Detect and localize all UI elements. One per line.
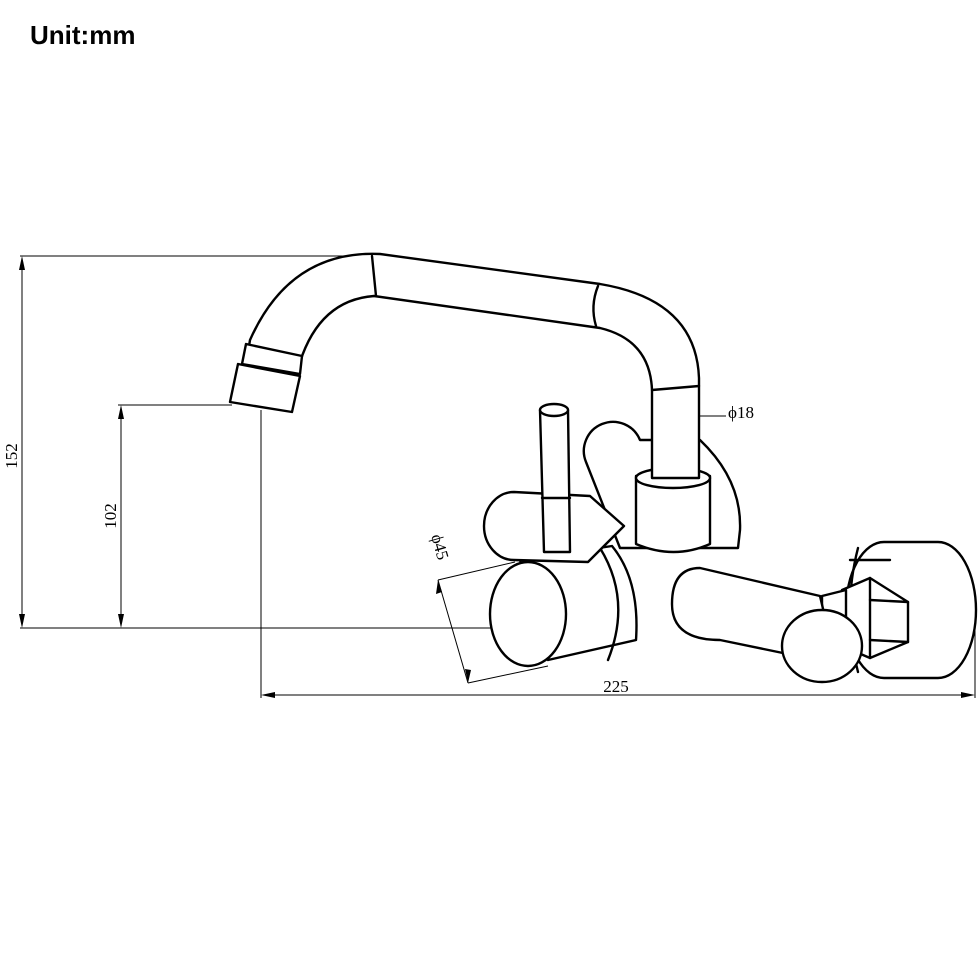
dia-45-extension-bottom [467, 665, 549, 684]
spout-collar [634, 474, 712, 554]
height-102-label: 102 [101, 503, 120, 529]
left-body-ring [598, 546, 620, 662]
hex-nut-edge-3 [868, 638, 910, 644]
lever-stick [538, 408, 572, 554]
aerator-nozzle [228, 362, 302, 414]
hex-nut-edge-2 [868, 598, 910, 604]
width-225-label: 225 [603, 677, 629, 696]
height-102-arrow-top [118, 405, 124, 419]
faucet-body [482, 402, 978, 684]
dia-45-label: ϕ45 [427, 532, 452, 562]
lever-stick-top [538, 402, 570, 418]
handle-knob [488, 560, 568, 668]
width-225-arrow-left [261, 692, 275, 698]
height-102-arrow-bottom [118, 614, 124, 628]
dia-45-arrow-top [436, 580, 442, 594]
dia-45-arrow-bottom [465, 669, 471, 683]
spout-joint-left [370, 254, 378, 298]
spout [228, 252, 701, 480]
dia-18-label: ϕ18 [728, 403, 754, 422]
dimension-labels: 152 102 225 ϕ45 ϕ18 [2, 403, 754, 696]
spout-joint-right [592, 284, 600, 328]
dia-45-extension-top [437, 561, 516, 581]
spout-joint-vertical [650, 384, 701, 392]
unit-label: Unit:mm [30, 20, 136, 50]
dia-45-line [437, 579, 469, 684]
height-152-arrow-top [19, 256, 25, 270]
width-225-arrow-right [961, 692, 975, 698]
height-152-label: 152 [2, 443, 21, 469]
height-152-arrow-bottom [19, 614, 25, 628]
spout-pipe [246, 252, 701, 480]
right-arm-end-cap [780, 608, 864, 684]
